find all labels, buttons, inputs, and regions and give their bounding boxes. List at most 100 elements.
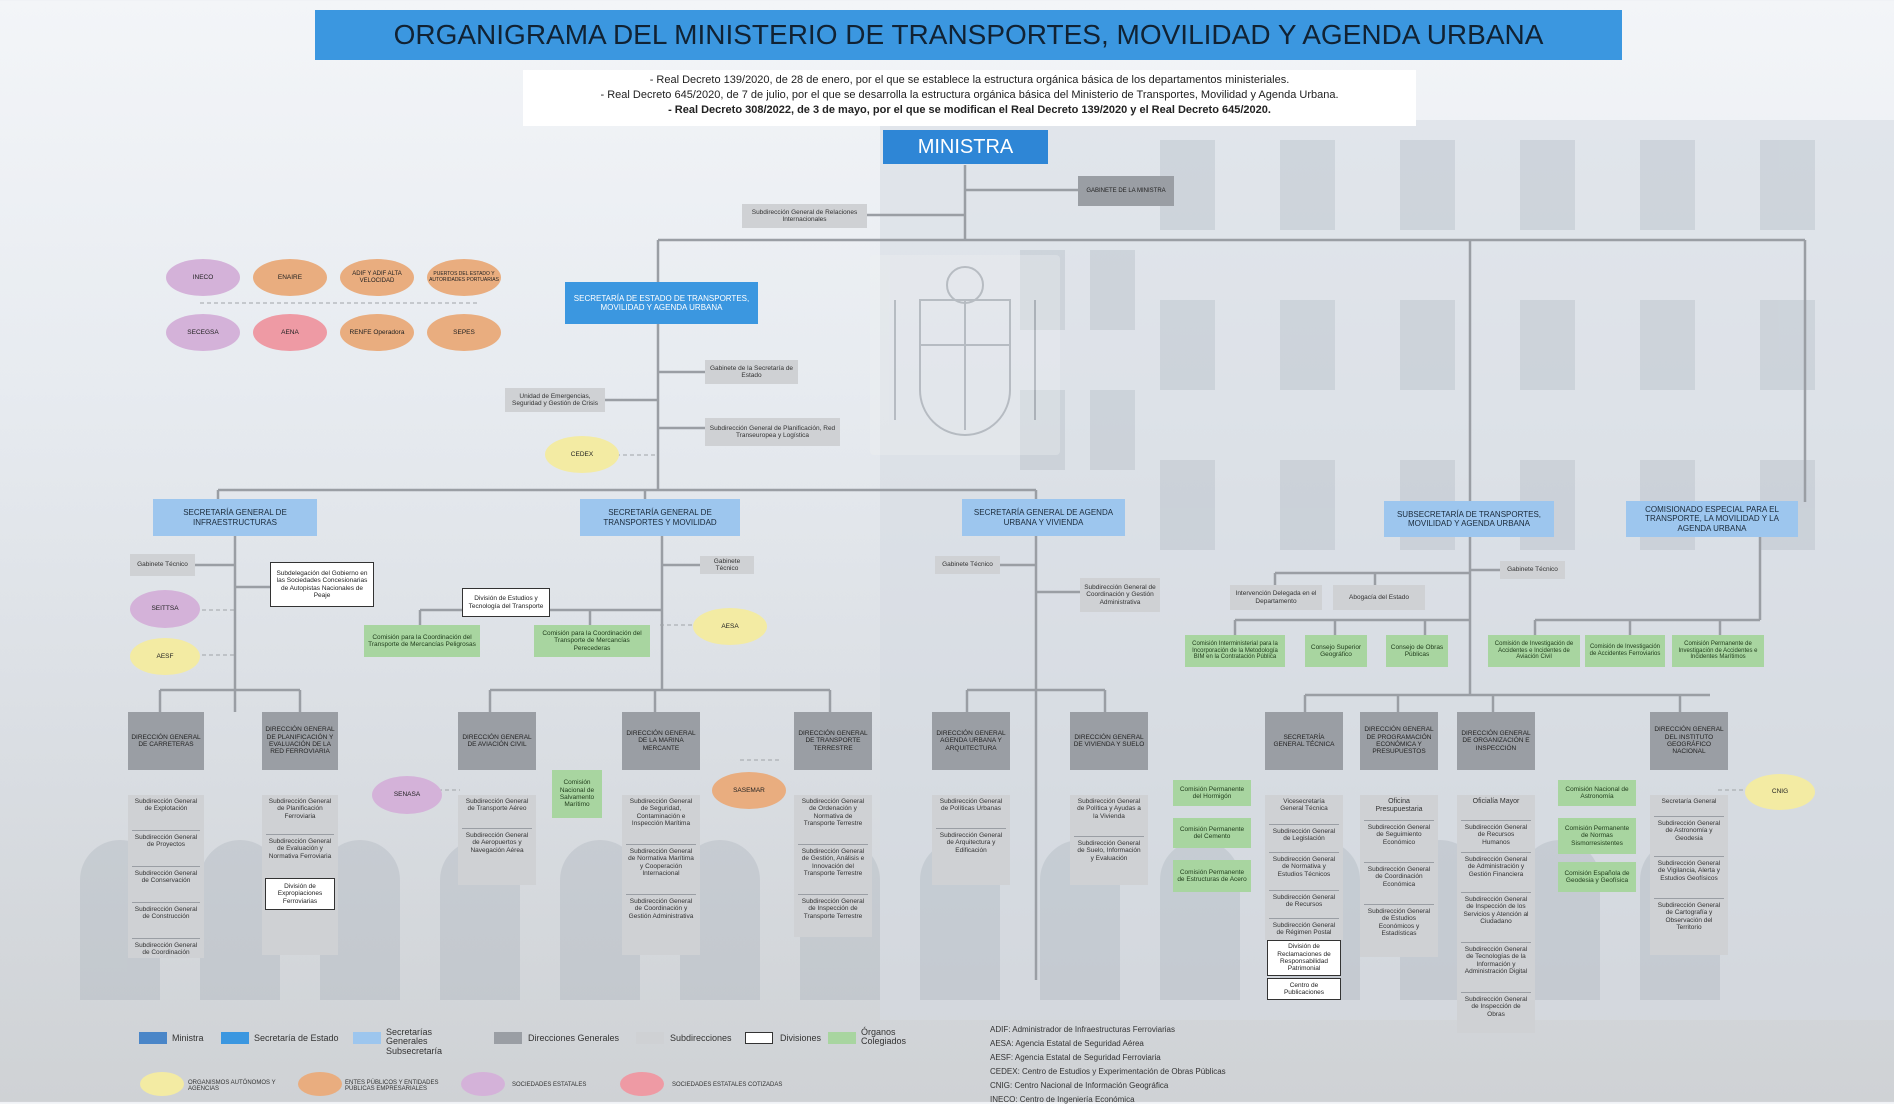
dg-agenda-urbana-box: DIRECCIÓN GENERAL AGENDA URBANA Y ARQUIT…: [932, 712, 1010, 770]
sepes-entity: SEPES: [427, 314, 501, 351]
decree-line-2: - Real Decreto 645/2020, de 7 de julio, …: [600, 89, 1339, 101]
ministra-box: MINISTRA: [883, 130, 1048, 164]
legend-label: Subdirecciones: [670, 1033, 732, 1043]
decree-line-3: - Real Decreto 308/2022, de 3 de mayo, p…: [668, 104, 1271, 116]
coat-of-arms-icon: [870, 255, 1060, 455]
legend-swatch-cotizadas: [620, 1072, 664, 1096]
subdireccion-item: Subdirección General de Planificación Fe…: [266, 795, 334, 835]
secegsa-entity: SECEGSA: [166, 314, 240, 351]
abbreviation-item: AESF: Agencia Estatal de Seguridad Ferro…: [990, 1053, 1161, 1062]
sgt-comision-item: Comisión Permanente de Estructuras de Ac…: [1173, 860, 1251, 892]
ineco-entity: INECO: [166, 259, 240, 296]
gabinete-tecnico-infra-box: Gabinete Técnico: [130, 554, 195, 576]
dg-transporte-terrestre-box: DIRECCIÓN GENERAL DE TRANSPORTE TERRESTR…: [794, 712, 872, 770]
vivienda-subdirecciones: Subdirección General de Política y Ayuda…: [1070, 795, 1148, 885]
agenda-subdirecciones: Subdirección General de Políticas Urbana…: [932, 795, 1010, 885]
legend-label: ENTES PÚBLICOS Y ENTIDADES PÚBLICAS EMPR…: [345, 1080, 439, 1093]
sg-agenda-urbana-box: SECRETARÍA GENERAL DE AGENDA URBANA Y VI…: [962, 499, 1125, 536]
subdireccion-item: Subdirección General de Coordinación Eco…: [1364, 863, 1434, 905]
subdireccion-item: Subdirección General de Arquitectura y E…: [939, 832, 1003, 854]
aviacion-subdirecciones: Subdirección General de Transporte Aéreo…: [458, 795, 536, 885]
subdireccion-item: Subdirección General de Gestión, Análisi…: [798, 845, 868, 895]
page-title: ORGANIGRAMA DEL MINISTERIO DE TRANSPORTE…: [315, 10, 1622, 60]
comision-salvamento-box: Comisión Nacional de Salvamento Marítimo: [552, 770, 602, 818]
terrestre-subdirecciones: Subdirección General de Ordenación y Nor…: [794, 795, 872, 937]
subdireccion-item: Subdirección General de Vigilancia, Aler…: [1654, 857, 1724, 899]
legend-label: Ministra: [172, 1033, 204, 1043]
ign-comision-item: Comisión Nacional de Astronomía: [1558, 780, 1636, 806]
subdireccion-item: Subdirección General de Régimen Postal: [1272, 922, 1336, 937]
legend-label: SOCIEDADES ESTATALES: [512, 1082, 587, 1088]
comision-mercancias-perecederas-box: Comisión para la Coordinación del Transp…: [534, 625, 650, 657]
gabinete-ministra-box: GABINETE DE LA MINISTRA: [1078, 176, 1174, 206]
subdireccion-item: Oficina Presupuestaria: [1364, 795, 1434, 821]
subdireccion-item: Subdirección General de Políticas Urbana…: [936, 795, 1006, 829]
abbreviation-item: AESA: Agencia Estatal de Seguridad Aérea: [990, 1039, 1144, 1048]
subdireccion-item: Subdirección General de Estudios Económi…: [1367, 908, 1431, 938]
legend-swatch-dg: [494, 1032, 522, 1044]
programacion-subdirecciones: Oficina Presupuestaria Subdirección Gene…: [1360, 795, 1438, 957]
legend-label: SOCIEDADES ESTATALES COTIZADAS: [672, 1082, 783, 1088]
abbreviation-item: INECO: Centro de Ingeniería Económica: [990, 1095, 1135, 1104]
sgt-comision-item: Comisión Permanente del Hormigón: [1173, 780, 1251, 806]
subdireccion-item: Oficialía Mayor: [1461, 795, 1531, 821]
ign-comision-item: Comisión Española de Geodesia y Geofísic…: [1558, 862, 1636, 892]
division-estudios-box: División de Estudios y Tecnología del Tr…: [462, 588, 550, 617]
legend-swatch-autonomos: [140, 1072, 184, 1096]
subdireccion-item: Subdirección General de Seguridad, Conta…: [626, 795, 696, 845]
intervencion-delegada-box: Intervención Delegada en el Departamento: [1230, 585, 1322, 610]
subdireccion-item: Secretaría General: [1654, 795, 1724, 817]
subdireccion-item: Subdirección General de Normativa Maríti…: [626, 845, 696, 895]
senasa-entity: SENASA: [372, 776, 442, 814]
subdireccion-item: Subdirección General de Inspección de Tr…: [801, 898, 865, 920]
dg-ign-box: DIRECCIÓN GENERAL DEL INSTITUTO GEOGRÁFI…: [1650, 712, 1728, 770]
subsecretaria-box: SUBSECRETARÍA DE TRANSPORTES, MOVILIDAD …: [1384, 501, 1554, 537]
renfe-entity: RENFE Operadora: [340, 314, 414, 351]
dg-programacion-economica-box: DIRECCIÓN GENERAL DE PROGRAMACIÓN ECONÓM…: [1360, 712, 1438, 770]
subdireccion-item: Subdirección General de Evaluación y Nor…: [268, 838, 332, 860]
subdelegacion-autopistas-box: Subdelegación del Gobierno en las Socied…: [270, 562, 374, 607]
sgt-subdirecciones: Vicesecretaría General Técnica Subdirecc…: [1265, 795, 1343, 940]
subdireccion-item: Subdirección General de Proyectos: [132, 831, 200, 867]
dg-sgt-box: SECRETARÍA GENERAL TÉCNICA: [1265, 712, 1343, 770]
subdireccion-item: Subdirección General de Ordenación y Nor…: [798, 795, 868, 845]
secretaria-estado-box: SECRETARÍA DE ESTADO DE TRANSPORTES, MOV…: [565, 282, 758, 324]
cedex-entity: CEDEX: [545, 436, 619, 473]
seittsa-entity: SEITTSA: [130, 590, 200, 628]
subdireccion-item: Subdirección General de Recursos: [1269, 891, 1339, 919]
subdireccion-item: Subdirección General de Política y Ayuda…: [1074, 795, 1144, 837]
cnig-entity: CNIG: [1745, 774, 1815, 810]
subdireccion-item: Subdirección General de Normativa y Estu…: [1269, 853, 1339, 891]
abbreviation-item: CNIG: Centro Nacional de Información Geo…: [990, 1081, 1169, 1090]
subdireccion-item: Subdirección General de Suelo, Informaci…: [1077, 840, 1141, 862]
legend-swatch-entes: [298, 1072, 342, 1096]
division-reclamaciones-box: División de Reclamaciones de Responsabil…: [1267, 940, 1341, 976]
decree-line-1: - Real Decreto 139/2020, de 28 de enero,…: [649, 74, 1290, 86]
centro-publicaciones-box: Centro de Publicaciones: [1267, 978, 1341, 1000]
legend-label: ORGANISMOS AUTÓNOMOS Y AGENCIAS: [188, 1080, 276, 1093]
carreteras-subdirecciones: Subdirección General de Explotación Subd…: [128, 795, 204, 958]
comision-mercancias-peligrosas-box: Comisión para la Coordinación del Transp…: [364, 625, 480, 657]
puertos-entity: PUERTOS DEL ESTADO Y AUTORIDADES PORTUAR…: [427, 259, 501, 296]
sg-infraestructuras-box: SECRETARÍA GENERAL DE INFRAESTRUCTURAS: [153, 499, 317, 536]
subdireccion-item: Subdirección General de Cartografía y Ob…: [1657, 902, 1721, 932]
gabinete-se-box: Gabinete de la Secretaría de Estado: [705, 360, 798, 384]
legend-label: Secretarías Generales Subsecretaría: [386, 1027, 443, 1056]
gabinete-tecnico-transportes-box: Gabinete Técnico: [700, 556, 754, 574]
legend-label: Secretaría de Estado: [254, 1033, 339, 1043]
subdireccion-item: Subdirección General de Tecnologías de l…: [1461, 943, 1531, 993]
abbreviation-item: CEDEX: Centro de Estudios y Experimentac…: [990, 1067, 1226, 1076]
subdireccion-item: Subdirección General de Inspección de Ob…: [1464, 996, 1528, 1018]
subdireccion-item: Subdirección General de Transporte Aéreo: [462, 795, 532, 829]
dg-vivienda-suelo-box: DIRECCIÓN GENERAL DE VIVIENDA Y SUELO: [1070, 712, 1148, 770]
dg-organizacion-inspeccion-box: DIRECCIÓN GENERAL DE ORGANIZACIÓN E INSP…: [1457, 712, 1535, 770]
marina-subdirecciones: Subdirección General de Seguridad, Conta…: [622, 795, 700, 955]
consejo-geografico-box: Consejo Superior Geográfico: [1305, 635, 1367, 667]
sg-coordinacion-agenda-box: Subdirección General de Coordinación y G…: [1080, 578, 1160, 612]
comision-bim-box: Comisión Interministerial para la Incorp…: [1185, 635, 1285, 667]
subdireccion-item: Subdirección General de Legislación: [1269, 825, 1339, 853]
sg-planificacion-box: Subdirección General de Planificación, R…: [705, 418, 840, 446]
sasemar-entity: SASEMAR: [712, 772, 786, 809]
gabinete-tecnico-subsecretaria-box: Gabinete Técnico: [1500, 561, 1565, 579]
